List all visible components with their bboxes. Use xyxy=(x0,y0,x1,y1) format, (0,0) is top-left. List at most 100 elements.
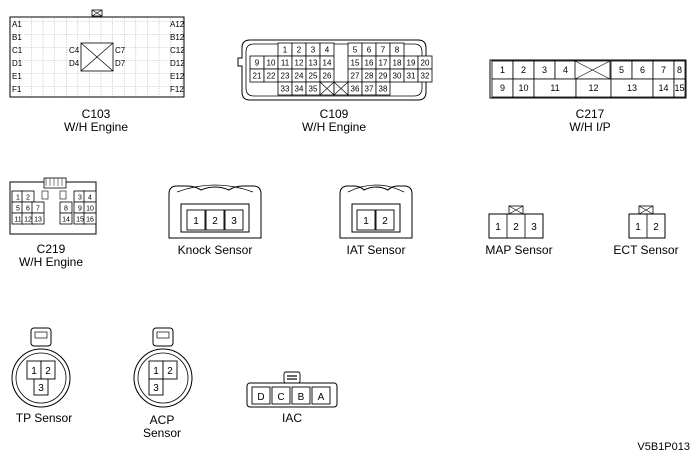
c109-pin-label: 25 xyxy=(309,72,318,81)
iac-connector: D C B A xyxy=(246,371,338,408)
c109-pin-label: 11 xyxy=(281,59,290,68)
iac-pin-label: C xyxy=(277,392,284,403)
c219-latch xyxy=(43,177,67,189)
c217-pin-label: 3 xyxy=(542,65,547,75)
iac-name: IAC xyxy=(281,411,302,425)
map-pin-label: 1 xyxy=(495,222,501,233)
c217-pin-label: 10 xyxy=(518,83,528,93)
map-pin-label: 3 xyxy=(531,222,537,233)
c109-pin-label: 37 xyxy=(365,85,374,94)
c103-pin-label: F1 xyxy=(12,85,22,94)
iat-pin-cell xyxy=(356,209,376,231)
knock-pin-cell xyxy=(224,209,244,231)
c109-pin-label: 2 xyxy=(297,46,302,55)
c219-pin-label: 10 xyxy=(86,206,94,213)
c103-pin-label: C12 xyxy=(170,46,185,55)
tp-sensor-connector: 1 2 3 xyxy=(11,327,71,408)
c217-cross xyxy=(574,60,611,80)
c109-pin-label: 30 xyxy=(393,72,402,81)
ect-pin-label: 2 xyxy=(653,222,659,233)
c109-pin-label: 18 xyxy=(393,59,402,68)
c109-pin-label: 16 xyxy=(365,59,374,68)
c217-pin-label: 6 xyxy=(640,65,645,75)
tp-pin-label: 3 xyxy=(38,383,44,394)
c219-pin-label: 6 xyxy=(26,206,30,213)
c217-pin-label: 12 xyxy=(588,83,598,93)
c219-pin-label: 8 xyxy=(64,206,68,213)
c217-pin-label: 11 xyxy=(550,83,559,93)
c109-pin-cell xyxy=(417,68,433,83)
c219-key xyxy=(41,190,49,200)
c109-pin-label: 17 xyxy=(379,59,388,68)
c103-pin-label: B1 xyxy=(12,33,22,42)
acp-pin-label: 1 xyxy=(153,366,159,377)
c103-pin-label: D4 xyxy=(69,59,80,68)
c109-pin-label: 12 xyxy=(295,59,304,68)
c217-pin-label: 4 xyxy=(563,65,568,75)
c109-caption: C109 W/H Engine xyxy=(284,108,384,134)
c109-pin-label: 10 xyxy=(267,59,276,68)
c219-pin-label: 16 xyxy=(86,217,94,224)
c109-pin-label: 38 xyxy=(379,85,388,94)
c103-pin-label: E1 xyxy=(12,72,22,81)
c219-pin-label: 3 xyxy=(78,195,82,202)
ect-sensor-name: ECT Sensor xyxy=(613,243,679,257)
c109-pin-label: 28 xyxy=(365,72,374,81)
acp-sensor-connector: 1 2 3 xyxy=(133,327,193,408)
c109-pin-label: 4 xyxy=(325,46,330,55)
c217-pin-label: 7 xyxy=(661,65,666,75)
knock-pin-label: 2 xyxy=(212,216,218,227)
c217-pin-label: 8 xyxy=(677,65,682,75)
c103-pin-label: A1 xyxy=(12,20,22,29)
c219-code: C219 xyxy=(36,242,66,256)
knock-pin-cell xyxy=(205,209,225,231)
tp-sensor-name: TP Sensor xyxy=(15,411,73,425)
iat-pin-label: 1 xyxy=(363,216,369,227)
knock-pin-label: 3 xyxy=(231,216,237,227)
iac-pin-cell xyxy=(291,386,311,405)
knock-sensor-connector: 1 2 3 xyxy=(168,184,262,239)
c219-pin-label: 14 xyxy=(62,217,70,224)
tp-pin-label: 2 xyxy=(45,366,51,377)
iac-pin-cell xyxy=(311,386,331,405)
c219-pin-label: 13 xyxy=(34,217,42,224)
c109-pin-label: 34 xyxy=(295,85,304,94)
c103-pin-label: A12 xyxy=(170,20,185,29)
ect-sensor-connector: 1 2 xyxy=(628,205,666,239)
iac-pin-label: B xyxy=(298,392,305,403)
c217-pin-label: 14 xyxy=(658,83,668,93)
c103-pin-label: C7 xyxy=(115,46,126,55)
map-sensor-name: MAP Sensor xyxy=(485,243,553,257)
c109-pin-label: 8 xyxy=(395,46,400,55)
c219-pin-label: 11 xyxy=(14,217,21,224)
c103-caption: C103 W/H Engine xyxy=(46,108,146,134)
acp-pin-label: 2 xyxy=(167,366,173,377)
c109-pin-label: 9 xyxy=(255,59,260,68)
c109-cross xyxy=(319,81,335,96)
c103-pin-label: C4 xyxy=(69,46,80,55)
c109-pin-label: 29 xyxy=(379,72,388,81)
acp-pin-label: 3 xyxy=(153,383,159,394)
iac-pin-label: D xyxy=(257,392,264,403)
c219-pin-label: 4 xyxy=(88,195,92,202)
acp-pin-cell xyxy=(148,378,164,396)
acp-pin-cell xyxy=(162,360,178,380)
c109-cross xyxy=(333,81,349,96)
c103-location: W/H Engine xyxy=(63,120,129,134)
tp-pin-label: 1 xyxy=(31,366,37,377)
c109-pin-label: 7 xyxy=(381,46,386,55)
acp-name-line2: Sensor xyxy=(142,426,182,440)
c109-pin-label: 24 xyxy=(295,72,304,81)
iat-pin-label: 2 xyxy=(382,216,388,227)
c219-key xyxy=(59,190,67,200)
c217-pin-cell xyxy=(673,78,686,98)
c109-pin-label: 23 xyxy=(281,72,290,81)
c109-pin-label: 36 xyxy=(351,85,360,94)
c219-caption: C219 W/H Engine xyxy=(6,243,96,269)
c109-pin-label: 5 xyxy=(353,46,358,55)
c109-pin-label: 14 xyxy=(323,59,332,68)
